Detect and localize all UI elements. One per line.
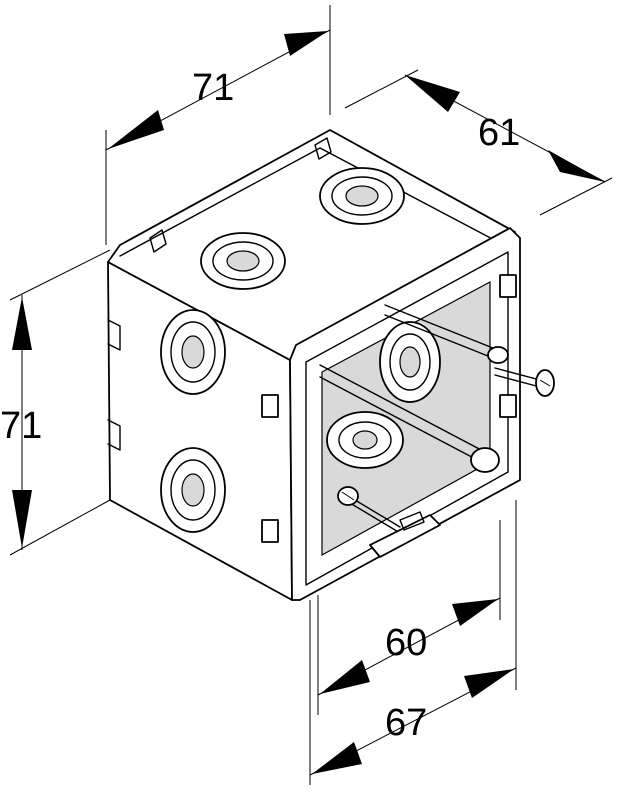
dimension-label-top-depth: 61 (478, 112, 520, 154)
box-body (107, 129, 521, 601)
corner-tab (261, 519, 279, 543)
arrowhead (312, 742, 362, 774)
screw-front (337, 486, 401, 534)
corner-tab (499, 394, 517, 418)
screw-right (494, 367, 555, 397)
knockout-top-front (200, 232, 286, 290)
corner-tab (261, 394, 279, 418)
knockout-back-lower (326, 411, 404, 469)
knockout-top-rear (319, 167, 405, 225)
arrowhead (284, 31, 328, 56)
arrowhead (548, 150, 605, 182)
corner-tab (499, 274, 517, 298)
knockout-left-upper (160, 309, 226, 395)
dimension-outer-width: 67 (309, 500, 517, 785)
knockouts (160, 167, 441, 533)
knockout-back-upper (379, 321, 441, 403)
dimension-label-top-width: 71 (192, 67, 234, 109)
arrowhead (12, 297, 32, 350)
dimension-top-width: 71 (105, 5, 331, 245)
dimension-label-outer-width: 67 (385, 702, 427, 744)
arrowhead (464, 669, 514, 698)
mounting-hardware (319, 304, 555, 558)
dimension-label-left-height: 71 (0, 405, 42, 447)
arrowhead (405, 75, 460, 112)
lower-rod (319, 364, 500, 473)
dimension-inner-width: 60 (317, 520, 501, 715)
knockout-left-lower (160, 447, 226, 533)
arrowhead (452, 599, 498, 626)
dimension-top-depth: 61 (344, 69, 613, 216)
bottom-clamp (369, 511, 441, 558)
arrowhead (320, 660, 370, 694)
arrowhead (108, 110, 164, 149)
upper-rod (384, 304, 509, 364)
dimension-left-height: 71 (0, 249, 111, 556)
dimension-label-inner-width: 60 (385, 622, 427, 664)
arrowhead (12, 490, 32, 548)
